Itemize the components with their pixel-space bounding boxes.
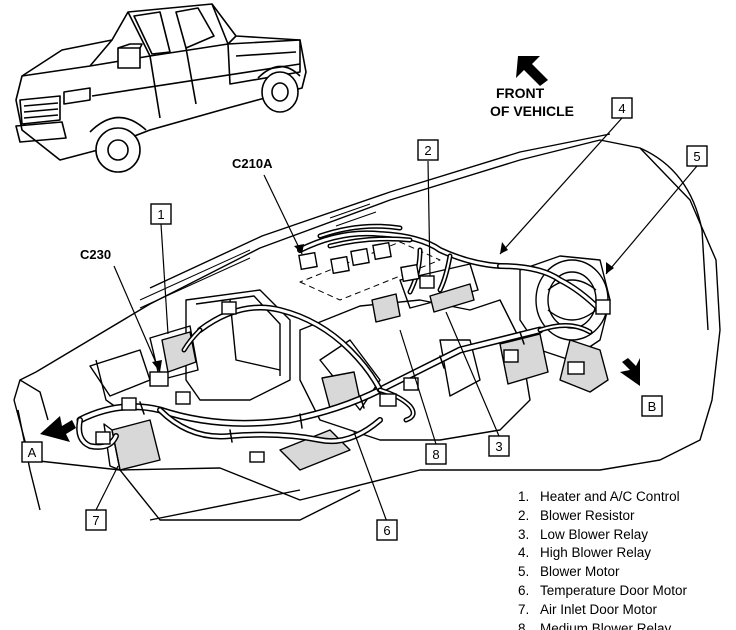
- legend-label: Temperature Door Motor: [540, 582, 688, 598]
- legend-item: 6. Temperature Door Motor: [518, 582, 687, 601]
- view-label-b: B: [648, 399, 657, 414]
- legend-item: 2. Blower Resistor: [518, 507, 687, 526]
- component-legend: 1. Heater and A/C Control 2. Blower Resist…: [518, 488, 687, 630]
- front-label-line2: OF VEHICLE: [490, 103, 574, 119]
- connector-label-c210a: C210A: [232, 156, 273, 171]
- wiring-harness: [76, 223, 603, 450]
- front-direction-arrow: [516, 56, 548, 86]
- callout-box-5: 5: [686, 145, 708, 167]
- callout-number-7: 7: [92, 513, 99, 528]
- callout-box-7: 7: [85, 509, 107, 531]
- legend-number: 3.: [518, 526, 530, 542]
- legend-number: 7.: [518, 601, 530, 617]
- view-arrow-a: [40, 416, 76, 442]
- front-label-line1: FRONT: [496, 85, 545, 101]
- legend-item: 5. Blower Motor: [518, 563, 687, 582]
- legend-number: 5.: [518, 564, 530, 580]
- legend-number: 2.: [518, 507, 530, 523]
- view-label-a: A: [28, 445, 37, 460]
- callout-number-2: 2: [424, 143, 431, 158]
- legend-number: 6.: [518, 582, 530, 598]
- legend-label: Blower Resistor: [540, 507, 635, 523]
- view-box-a: A: [21, 441, 43, 463]
- instrument-panel-outline: [13, 133, 721, 521]
- callout-box-3: 3: [488, 435, 510, 457]
- callout-number-4: 4: [618, 101, 625, 116]
- callout-number-5: 5: [693, 149, 700, 164]
- legend-label: Low Blower Relay: [540, 526, 649, 542]
- callout-box-4: 4: [611, 97, 633, 119]
- truck-thumbnail: [15, 3, 307, 173]
- connectors: [95, 241, 611, 463]
- callout-number-3: 3: [495, 439, 502, 454]
- legend-number: 4.: [518, 545, 530, 561]
- view-box-b: B: [641, 395, 663, 417]
- callout-box-2: 2: [417, 139, 439, 161]
- legend-label: Air Inlet Door Motor: [540, 601, 658, 617]
- leader-arrowheads: [152, 242, 614, 372]
- callout-number-6: 6: [383, 523, 390, 538]
- connector-label-c230: C230: [80, 247, 111, 262]
- legend-label: Heater and A/C Control: [540, 489, 680, 504]
- legend-item: 7. Air Inlet Door Motor: [518, 601, 687, 620]
- legend-item: 3. Low Blower Relay: [518, 526, 687, 545]
- legend-item: 1. Heater and A/C Control: [518, 488, 687, 507]
- callout-box-6: 6: [376, 519, 398, 541]
- leader-lines: [95, 117, 698, 523]
- callout-box-8: 8: [425, 443, 447, 465]
- view-arrow-b: [620, 358, 640, 386]
- legend-label: Medium Blower Relay: [540, 620, 672, 630]
- legend-item: 8. Medium Blower Relay: [518, 620, 687, 630]
- legend-item: 4. High Blower Relay: [518, 544, 687, 563]
- legend-label: High Blower Relay: [540, 545, 652, 561]
- callout-number-1: 1: [157, 207, 164, 222]
- legend-number: 1.: [518, 489, 530, 504]
- legend-number: 8.: [518, 620, 530, 630]
- callout-box-1: 1: [150, 203, 172, 225]
- callout-number-8: 8: [432, 447, 439, 462]
- legend-label: Blower Motor: [540, 564, 620, 580]
